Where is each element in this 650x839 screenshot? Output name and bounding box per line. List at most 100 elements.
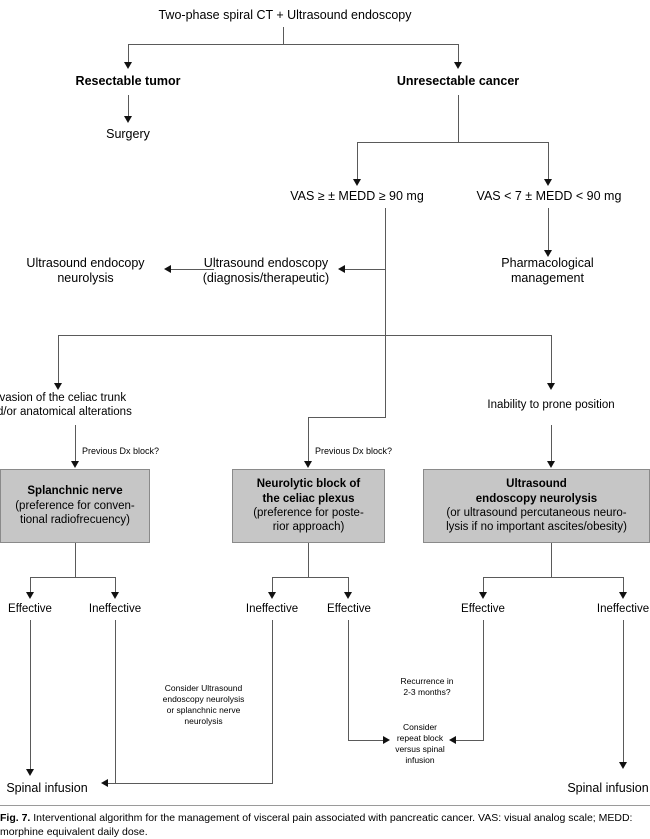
arrowhead-to-pharmacological — [544, 250, 552, 257]
connector-mid-ineff-elbow — [108, 783, 273, 784]
arrowhead-right-eff-to-consider — [449, 736, 456, 744]
node-right-ineffective: Ineffective — [596, 603, 650, 615]
node-left-ineffective: Ineffective — [88, 603, 142, 615]
connector-unresectable-stem — [458, 95, 459, 142]
connector-root-stem — [283, 27, 284, 44]
connector-left-eff-drop — [30, 577, 31, 593]
node-ultrasound-endoscopy: Ultrasound endoscopy (diagnosis/therapeu… — [202, 256, 330, 286]
node-pharmacological-management: Pharmacological management — [501, 256, 594, 286]
caption-divider — [0, 805, 650, 806]
connector-center-step — [308, 417, 386, 418]
arrowhead-left-effective — [26, 592, 34, 599]
annotation-consider-repeat-block: Consider repeat block versus spinal infu… — [395, 722, 445, 765]
connector-mid-ineff-down — [272, 620, 273, 783]
connector-invasion-to-splanchnic — [75, 425, 76, 462]
node-mid-effective: Effective — [327, 603, 371, 615]
arrowhead-right-effective — [479, 592, 487, 599]
annotation-consider-ultrasound: Consider Ultrasound endoscopy neurolysis… — [162, 683, 245, 726]
box-splanchnic-nerve[interactable]: Splanchnic nerve (preference for conven-… — [0, 469, 150, 543]
node-spinal-infusion-left: Spinal infusion — [6, 781, 88, 795]
connector-mid-eff-elbow — [348, 740, 384, 741]
node-right-effective: Effective — [461, 603, 505, 615]
connector-neurolytic-stem — [308, 543, 309, 577]
node-root: Two-phase spiral CT + Ultrasound endosco… — [158, 8, 412, 22]
node-resectable-tumor: Resectable tumor — [75, 74, 181, 88]
figure-caption-text: Interventional algorithm for the managem… — [0, 812, 633, 839]
connector-vas-left-drop — [357, 142, 358, 180]
node-invasion-celiac-trunk: Invasion of the celiac trunk and/or anat… — [0, 392, 132, 419]
figure-label: Fig. 7. — [0, 812, 31, 824]
annotation-recurrence: Recurrence in 2-3 months? — [400, 676, 454, 697]
connector-mid-eff-down — [348, 620, 349, 740]
arrowhead-mid-eff-to-consider — [383, 736, 390, 744]
box-neurolytic-block[interactable]: Neurolytic block of the celiac plexus (p… — [232, 469, 385, 543]
node-inability-prone-position: Inability to prone position — [487, 399, 615, 411]
connector-left-split-bar — [30, 577, 116, 578]
node-vas-high: VAS ≥ ± MEDD ≥ 90 mg — [290, 189, 424, 203]
connector-vas-high-trunk — [385, 208, 386, 336]
node-mid-ineffective: Ineffective — [245, 603, 299, 615]
arrowhead-to-surgery — [124, 116, 132, 123]
arrowhead-to-resectable — [124, 62, 132, 69]
arrowhead-to-endoscopy-neurolysis — [164, 265, 171, 273]
connector-vas-right-drop — [548, 142, 549, 180]
connector-vas-branch — [357, 142, 549, 143]
connector-branch-center-drop — [385, 335, 386, 417]
connector-root-branch — [128, 44, 459, 45]
figure-caption: Fig. 7. Interventional algorithm for the… — [0, 811, 650, 839]
connector-splanchnic-stem — [75, 543, 76, 577]
box-ultrasound-endoscopy-neurolysis[interactable]: Ultrasound endoscopy neurolysis (or ultr… — [423, 469, 650, 543]
connector-center-step-drop — [308, 417, 309, 462]
arrowhead-to-us-neurolysis-box — [547, 461, 555, 468]
arrowhead-to-unresectable — [454, 62, 462, 69]
connector-right-ineff-drop — [623, 577, 624, 593]
arrowhead-mid-effective — [344, 592, 352, 599]
label-previous-dx-block-left: Previous Dx block? — [82, 446, 160, 456]
connector-right-eff-down — [483, 620, 484, 740]
connector-right-eff-elbow — [455, 740, 484, 741]
connector-mid-eff-drop — [348, 577, 349, 593]
box-splanchnic-title: Splanchnic nerve — [27, 485, 123, 498]
connector-mid-ineff-drop — [272, 577, 273, 593]
arrowhead-to-splanchnic — [71, 461, 79, 468]
connector-left-ineff-down — [115, 620, 116, 783]
connector-left-eff-to-spinal — [30, 620, 31, 770]
node-left-effective: Effective — [8, 603, 52, 615]
connector-branch-left-drop — [58, 335, 59, 384]
connector-trunk-to-us-endoscopy — [342, 269, 386, 270]
arrowhead-to-inability — [547, 383, 555, 390]
arrowhead-left-spinal — [26, 769, 34, 776]
arrowhead-left-ineffective — [111, 592, 119, 599]
connector-root-left-drop — [128, 44, 129, 63]
connector-inability-to-usbox — [551, 425, 552, 462]
connector-usbox-stem — [551, 543, 552, 577]
node-vas-low: VAS < 7 ± MEDD < 90 mg — [476, 189, 622, 203]
label-previous-dx-block-mid: Previous Dx block? — [315, 446, 393, 456]
box-neurolytic-subtitle: (preference for poste- rior approach) — [253, 507, 364, 534]
connector-right-eff-drop — [483, 577, 484, 593]
connector-left-ineff-drop — [115, 577, 116, 593]
node-spinal-infusion-right: Spinal infusion — [567, 781, 649, 795]
box-neurolytic-title: Neurolytic block of the celiac plexus — [256, 478, 361, 505]
arrowhead-to-vas-low — [544, 179, 552, 186]
connector-vas-low-stem — [548, 208, 549, 251]
connector-resectable-surgery — [128, 95, 129, 117]
arrowhead-to-us-endoscopy — [338, 265, 345, 273]
arrowhead-to-neurolytic-block — [304, 461, 312, 468]
connector-root-right-drop — [458, 44, 459, 63]
connector-mid-split-bar — [272, 577, 348, 578]
box-usneurolysis-title: Ultrasound endoscopy neurolysis — [475, 478, 598, 505]
arrowhead-mid-ineffective — [268, 592, 276, 599]
connector-right-ineff-to-spinal — [623, 620, 624, 763]
arrowhead-right-spinal — [619, 762, 627, 769]
node-ultrasound-endoscopy-neurolysis: Ultrasound endocopy neurolysis — [26, 256, 145, 286]
node-unresectable-cancer: Unresectable cancer — [396, 74, 520, 88]
connector-branch-right-drop — [551, 335, 552, 384]
box-usneurolysis-subtitle: (or ultrasound percutaneous neuro- lysis… — [446, 507, 627, 534]
connector-endoscopy-to-neurolysis — [170, 269, 214, 270]
box-splanchnic-subtitle: (preference for conven- tional radiofrec… — [15, 499, 135, 527]
connector-main-branch-bar — [58, 335, 552, 336]
arrowhead-right-ineffective — [619, 592, 627, 599]
connector-right-split-bar — [483, 577, 623, 578]
